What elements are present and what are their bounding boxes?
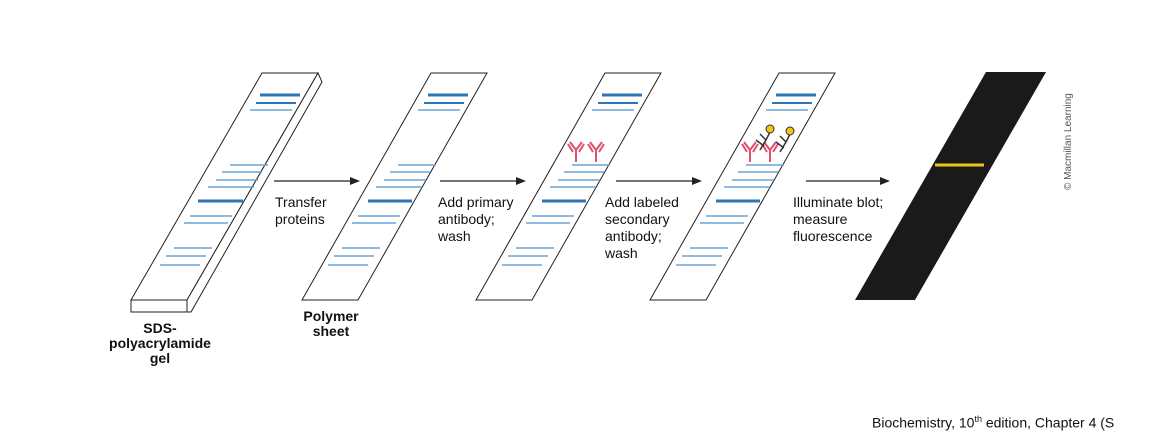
citation-prefix: Biochemistry, 10 <box>872 414 975 431</box>
step-secondary-label: Add labeled secondary antibody; wash <box>605 194 679 261</box>
secondary-antibody-strip <box>649 72 836 301</box>
fluorophore-marker <box>765 124 775 134</box>
source-citation: Biochemistry, 10th edition, Chapter 4 (S <box>872 414 1114 431</box>
arrow-primary <box>440 177 526 185</box>
citation-suffix: edition, Chapter 4 (S <box>981 414 1115 431</box>
sheet-label: Polymer sheet <box>303 308 359 339</box>
gel-label: SDS- polyacrylamide gel <box>109 320 211 366</box>
arrow-secondary <box>616 177 702 185</box>
arrow-illuminate <box>806 177 890 185</box>
step-primary-label: Add primary antibody; wash <box>438 194 514 244</box>
step-transfer-label: Transfer proteins <box>275 194 327 227</box>
polymer-sheet-strip <box>301 72 488 301</box>
gel-bands <box>160 93 300 266</box>
labeled-secondary-antibodies <box>755 131 791 153</box>
fluorophore-marker <box>785 126 795 136</box>
primary-antibody-strip <box>475 72 662 301</box>
gel-strip <box>130 71 323 313</box>
arrow-transfer <box>274 177 360 185</box>
copyright-credit: © Macmillan Learning <box>1063 93 1074 190</box>
citation-superscript: th <box>974 414 982 424</box>
primary-antibodies-bound <box>741 141 779 162</box>
primary-antibodies <box>567 141 605 162</box>
illuminated-blot <box>855 72 1046 300</box>
step-illuminate-label: Illuminate blot; measure fluorescence <box>793 194 884 244</box>
